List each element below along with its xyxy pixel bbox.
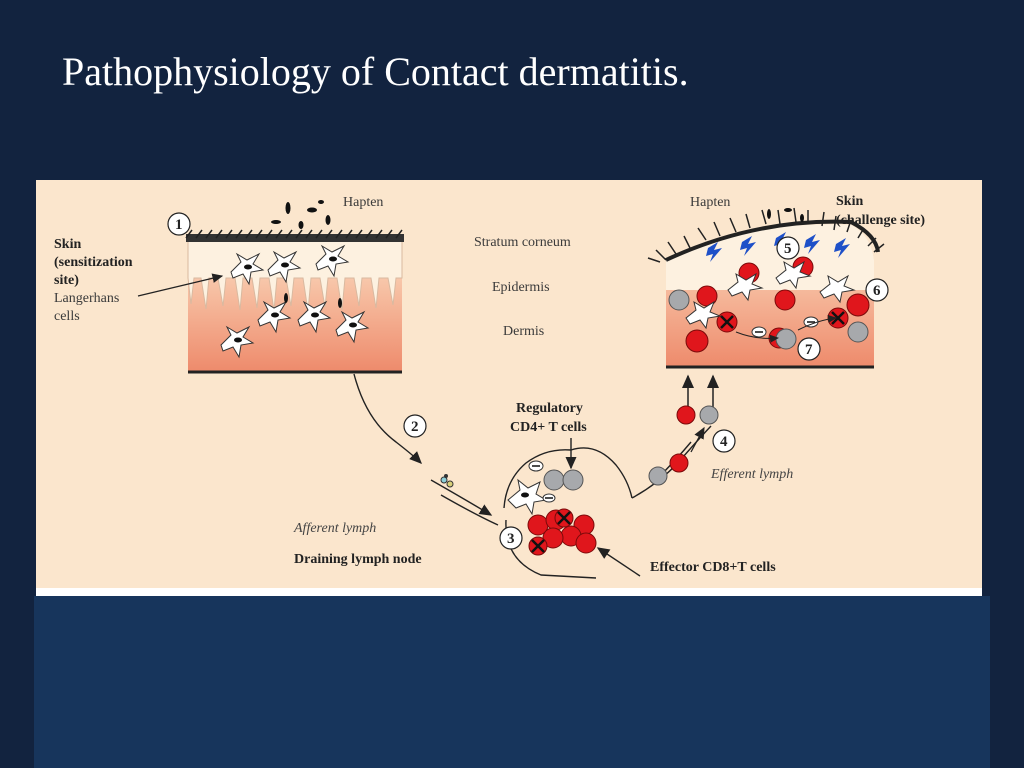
label-afferent-lymph: Afferent lymph <box>293 521 376 536</box>
label-skin-challenge-2: (challenge site) <box>836 213 925 228</box>
hapten-particles-left <box>271 200 331 229</box>
skin-block-challenge <box>647 207 885 369</box>
step-1: 1 <box>167 212 191 236</box>
label-skin-sensitization-2: (sensitization <box>54 255 133 270</box>
svg-text:1: 1 <box>175 217 183 233</box>
skin-block-sensitization <box>137 200 404 374</box>
step-5: 5 <box>776 236 800 260</box>
svg-text:7: 7 <box>805 342 813 358</box>
label-skin-sensitization: Skin <box>54 237 81 252</box>
label-hapten-left: Hapten <box>343 195 383 210</box>
label-hapten-right: Hapten <box>690 195 730 210</box>
svg-text:6: 6 <box>873 283 881 299</box>
svg-text:4: 4 <box>720 434 728 450</box>
step-markers: 1 2 3 4 5 6 7 <box>167 212 889 550</box>
label-langerhans: Langerhans <box>54 291 119 306</box>
pathophysiology-diagram: Hapten Skin (sensitization site) Langerh… <box>54 194 925 579</box>
label-epidermis: Epidermis <box>492 280 550 295</box>
suppression-icons <box>751 316 819 338</box>
label-langerhans-2: cells <box>54 309 80 324</box>
label-skin-sensitization-3: site) <box>54 273 79 288</box>
label-dermis: Dermis <box>503 324 544 339</box>
svg-text:2: 2 <box>411 419 419 435</box>
label-regulatory-2: CD4+ T cells <box>510 420 587 435</box>
figure-bottom-border <box>36 588 982 596</box>
step-3: 3 <box>499 526 523 550</box>
label-regulatory: Regulatory <box>516 401 583 416</box>
slide-title: Pathophysiology of Contact dermatitis. <box>62 49 689 94</box>
bottom-content-area <box>34 596 990 768</box>
step-4: 4 <box>712 429 736 453</box>
svg-text:3: 3 <box>507 531 515 547</box>
label-stratum-corneum: Stratum corneum <box>474 235 571 250</box>
label-draining-lymph-node: Draining lymph node <box>294 552 422 567</box>
svg-text:5: 5 <box>784 241 792 257</box>
label-effector-cd8: Effector CD8+T cells <box>650 560 776 575</box>
step-6: 6 <box>865 278 889 302</box>
lymph-node <box>430 425 712 579</box>
label-skin-challenge: Skin <box>836 194 863 209</box>
step-7: 7 <box>797 337 821 361</box>
label-efferent-lymph: Efferent lymph <box>710 467 793 482</box>
step-2: 2 <box>403 414 427 438</box>
diagram-panel: Hapten Skin (sensitization site) Langerh… <box>36 180 982 588</box>
